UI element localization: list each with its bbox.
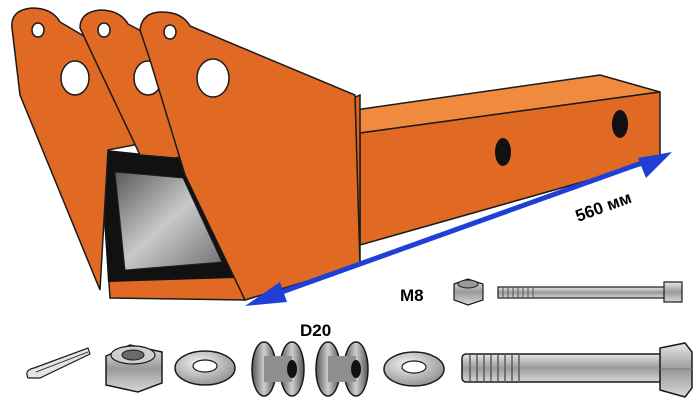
plate-1-big-hole [60, 60, 90, 96]
hex-bolt-large [461, 342, 693, 398]
hex-nut-large [105, 344, 163, 393]
arm-hole-2 [612, 110, 628, 138]
m8-label: M8 [400, 286, 424, 305]
plate-2-top-hole [97, 22, 111, 38]
square-tube-arm [354, 74, 661, 246]
flat-washer-left [174, 350, 236, 386]
inner-channel [114, 171, 223, 271]
plate-1-top-hole [31, 22, 45, 38]
plate-3-top-hole [163, 24, 177, 40]
bolt-small [497, 281, 683, 303]
cotter-pin [26, 347, 91, 379]
flat-washer-right [383, 351, 445, 387]
bracket-assembly [11, 7, 361, 301]
rubber-spacer-1 [251, 341, 305, 397]
d20-label: D20 [300, 321, 331, 340]
side-plate-3 [139, 11, 361, 301]
rubber-spacer-2 [315, 341, 369, 397]
arm-hole-1 [495, 138, 511, 166]
length-dimension-arrow [245, 152, 672, 306]
plate-3-big-hole [196, 58, 230, 98]
lock-nut-small [453, 278, 484, 306]
length-label: 560 мм [573, 188, 634, 226]
